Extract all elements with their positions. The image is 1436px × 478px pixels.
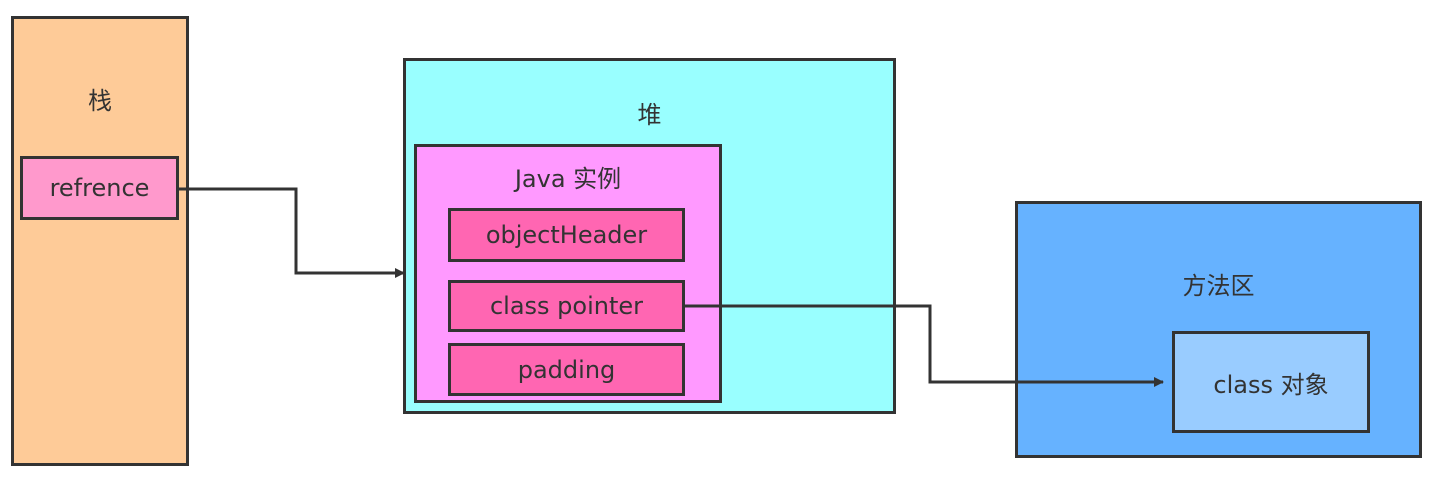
reference-to-instance-arrow [179, 187, 405, 278]
object-header-field: objectHeader [448, 208, 685, 262]
method-area-title: 方法区 [1182, 272, 1255, 300]
heap-title: 堆 [637, 101, 662, 129]
stack-title: 栈 [88, 87, 112, 115]
stack-region: 栈 [11, 16, 189, 466]
reference-box: refrence [20, 156, 179, 220]
class-pointer-field: class pointer [448, 280, 685, 332]
java-instance-title: Java 实例 [514, 165, 622, 193]
padding-field: padding [448, 343, 685, 396]
class-object-box: class 对象 [1172, 331, 1370, 433]
